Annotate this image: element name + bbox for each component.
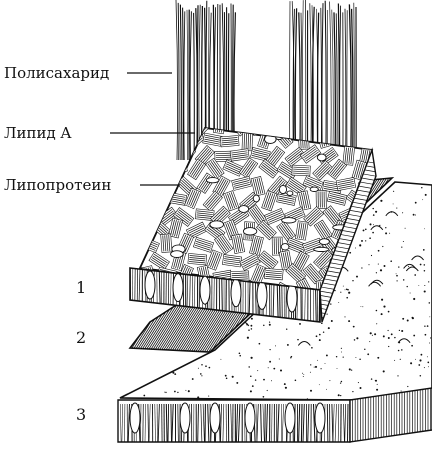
layer-number-3: 3 xyxy=(76,405,86,424)
label-polysaccharide: Полисахарид xyxy=(4,64,109,82)
label-lipoprotein: Липопротеин xyxy=(4,176,111,194)
label-lipid-a: Липид A xyxy=(4,124,72,142)
layer-number-2: 2 xyxy=(76,328,86,347)
layer-number-1: 1 xyxy=(76,278,86,297)
leader-lines xyxy=(110,73,195,185)
